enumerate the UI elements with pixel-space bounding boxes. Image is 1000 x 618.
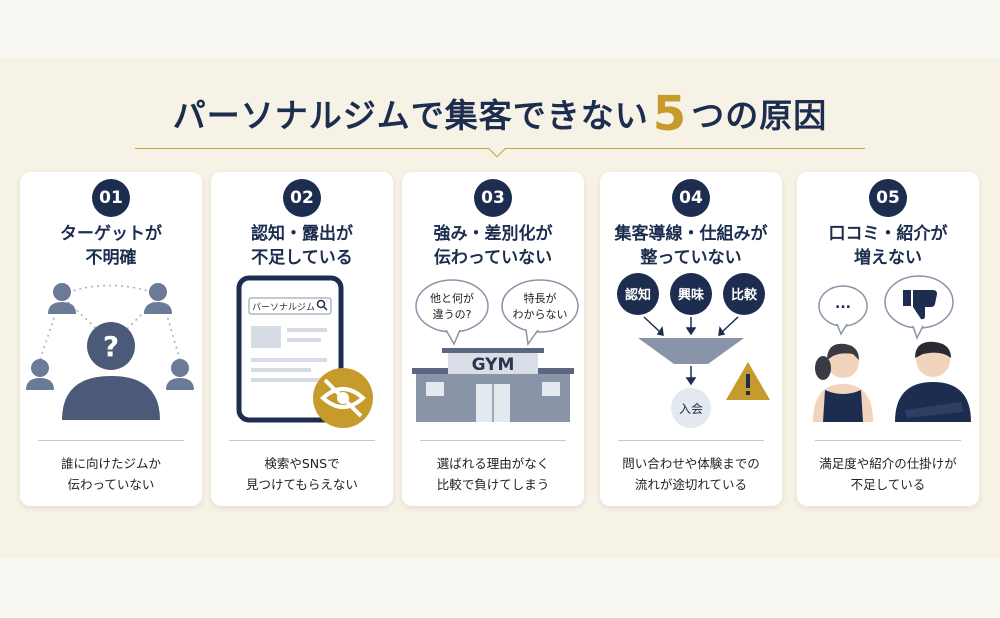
- title-text-before: パーソナルジムで集客できない: [172, 96, 649, 135]
- funnel-step-awareness: [617, 273, 659, 315]
- low-visibility-illustration: パーソナルジム: [236, 275, 373, 428]
- card-title: 認知・露出が 不足している: [251, 224, 353, 268]
- speech-bubble-icon: [818, 285, 868, 336]
- card-divider: [420, 440, 566, 441]
- goal-label: 入会: [679, 402, 703, 416]
- card-title: 集客導線・仕組みが 整っていない: [614, 224, 768, 268]
- cause-card-3: 03 強み・差別化が 伝わっていない 他と何が 違うの? 特長が わからない G…: [402, 172, 584, 506]
- man-person-icon: [895, 341, 971, 422]
- bubble-text: 違うの?: [433, 308, 472, 321]
- card-number-badge: 04: [672, 179, 710, 217]
- card-number-badge: 03: [474, 179, 512, 217]
- speech-bubble-icon: [415, 279, 489, 346]
- cause-card-1: 01 ターゲットが 不明確 ? 誰に向けたジムか: [20, 172, 202, 506]
- goal-circle: [671, 388, 711, 428]
- funnel-icon: [638, 338, 744, 364]
- gym-building-icon: [412, 348, 574, 422]
- card-description: 選ばれる理由がなく 比較で負けてしまう: [436, 456, 550, 492]
- title-text-after: つの原因: [691, 96, 828, 135]
- arrow-down-icon: [685, 366, 697, 386]
- card-divider: [38, 440, 184, 441]
- card-divider: [618, 440, 764, 441]
- no-referrals-illustration: ...: [813, 275, 971, 422]
- bubble-text: 他と何が: [430, 291, 474, 305]
- card-divider: [815, 440, 961, 441]
- smartphone-icon: [236, 275, 344, 423]
- card-title: 強み・差別化が 伝わっていない: [433, 224, 553, 268]
- card-number-badge: 02: [283, 179, 321, 217]
- arrow-down-icon: [643, 316, 739, 336]
- card-title: 口コミ・紹介が 増えない: [828, 224, 948, 268]
- title-number: 5: [652, 86, 688, 142]
- no-differentiation-illustration: 他と何が 違うの? 特長が わからない GYM: [412, 279, 579, 422]
- card-description: 検索やSNSで 見つけてもらえない: [246, 456, 358, 492]
- card-number-badge: 05: [869, 179, 907, 217]
- broken-funnel-illustration: 認知 興味 比較 入会: [617, 273, 770, 428]
- person-icon: [48, 283, 76, 314]
- card-description: 満足度や紹介の仕掛けが 不足している: [819, 456, 957, 492]
- woman-person-icon: [813, 343, 873, 422]
- hidden-eye-icon: [313, 368, 373, 428]
- funnel-step-interest: [670, 273, 712, 315]
- step-label: 興味: [678, 287, 704, 303]
- person-icon: [166, 359, 194, 390]
- bubble-text: わからない: [513, 308, 568, 321]
- person-icon: [144, 283, 172, 314]
- person-icon: [26, 359, 54, 390]
- gym-sign-text: GYM: [472, 355, 515, 375]
- card-description: 誰に向けたジムか 伝わっていない: [60, 456, 161, 492]
- question-mark-icon: ?: [103, 330, 119, 363]
- card-title: ターゲットが 不明確: [60, 224, 162, 268]
- cause-card-5: 05 口コミ・紹介が 増えない ...: [797, 172, 979, 506]
- thumbs-down-icon: [903, 290, 937, 320]
- funnel-step-comparison: [723, 273, 765, 315]
- cause-card-2: 02 認知・露出が 不足している パーソナルジム 検索やSNSで 見つけてもらえ…: [211, 172, 393, 506]
- speech-bubble-icon: [501, 279, 579, 346]
- bubble-text: ...: [835, 296, 851, 312]
- warning-icon: [726, 362, 770, 400]
- card-description: 問い合わせや体験までの 流れが途切れている: [622, 456, 760, 492]
- card-divider: [229, 440, 375, 441]
- bubble-text: 特長が: [524, 291, 557, 305]
- unknown-person-icon: [62, 322, 160, 420]
- search-field-text: パーソナルジム: [252, 302, 315, 313]
- card-number-badge: 01: [92, 179, 130, 217]
- step-label: 比較: [731, 287, 758, 303]
- search-icon: [316, 299, 328, 311]
- target-unclear-illustration: ?: [26, 283, 194, 420]
- step-label: 認知: [625, 287, 651, 303]
- cause-card-4: 04 集客導線・仕組みが 整っていない 認知 興味 比較 入会 問い合わせや: [600, 172, 782, 506]
